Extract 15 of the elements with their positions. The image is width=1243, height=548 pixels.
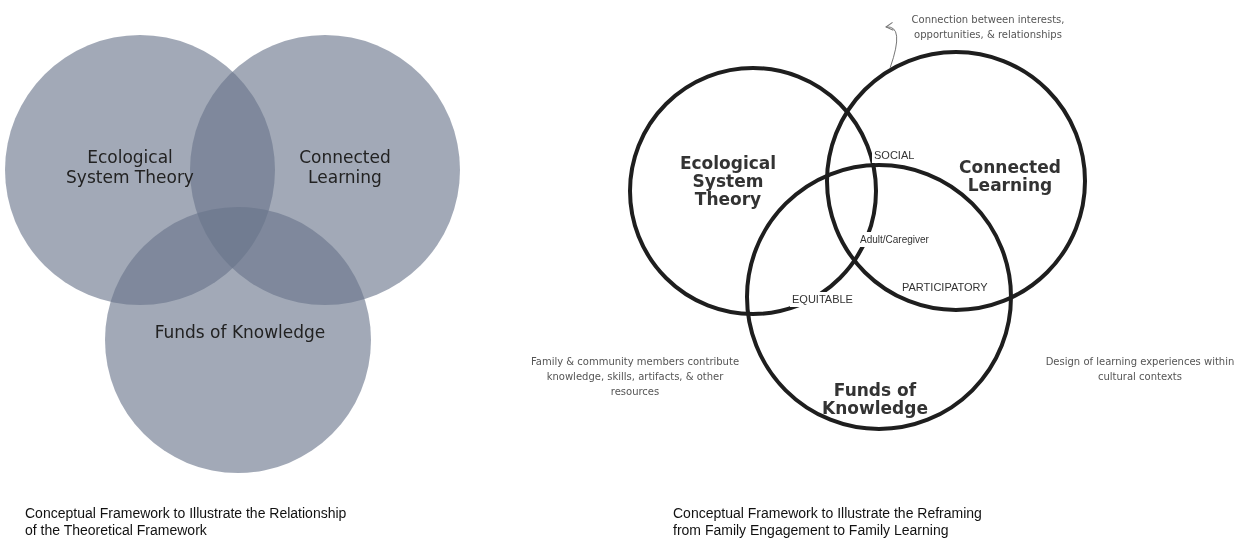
- caption-text: Conceptual Framework to Illustrate the Reframing from Family Engagement to Family Learning: [673, 505, 983, 539]
- circle-label: Funds of Knowledge: [821, 381, 929, 417]
- annotation-text: Family & community members contribute knowledge, skills, artifacts, & other resources: [529, 355, 741, 399]
- circle-label: Connected Learning: [958, 158, 1062, 194]
- caption-text: Conceptual Framework to Illustrate the Relationship of the Theoretical Framework: [25, 505, 348, 539]
- arrow: [885, 22, 898, 69]
- annotation-text: Connection between interests, opportunities, & relationships: [888, 12, 1088, 42]
- circle-label: Ecological System Theory: [65, 147, 195, 187]
- circle-label: Ecological System Theory: [678, 154, 778, 208]
- region-label: Adult/Caregiver: [858, 232, 931, 247]
- region-label: EQUITABLE: [790, 292, 855, 307]
- annotation-text: Design of learning experiences within cultural contexts: [1044, 355, 1236, 384]
- circle-label: Funds of Knowledge: [153, 322, 327, 342]
- region-label: SOCIAL: [872, 148, 917, 163]
- circle-label: Connected Learning: [298, 147, 392, 187]
